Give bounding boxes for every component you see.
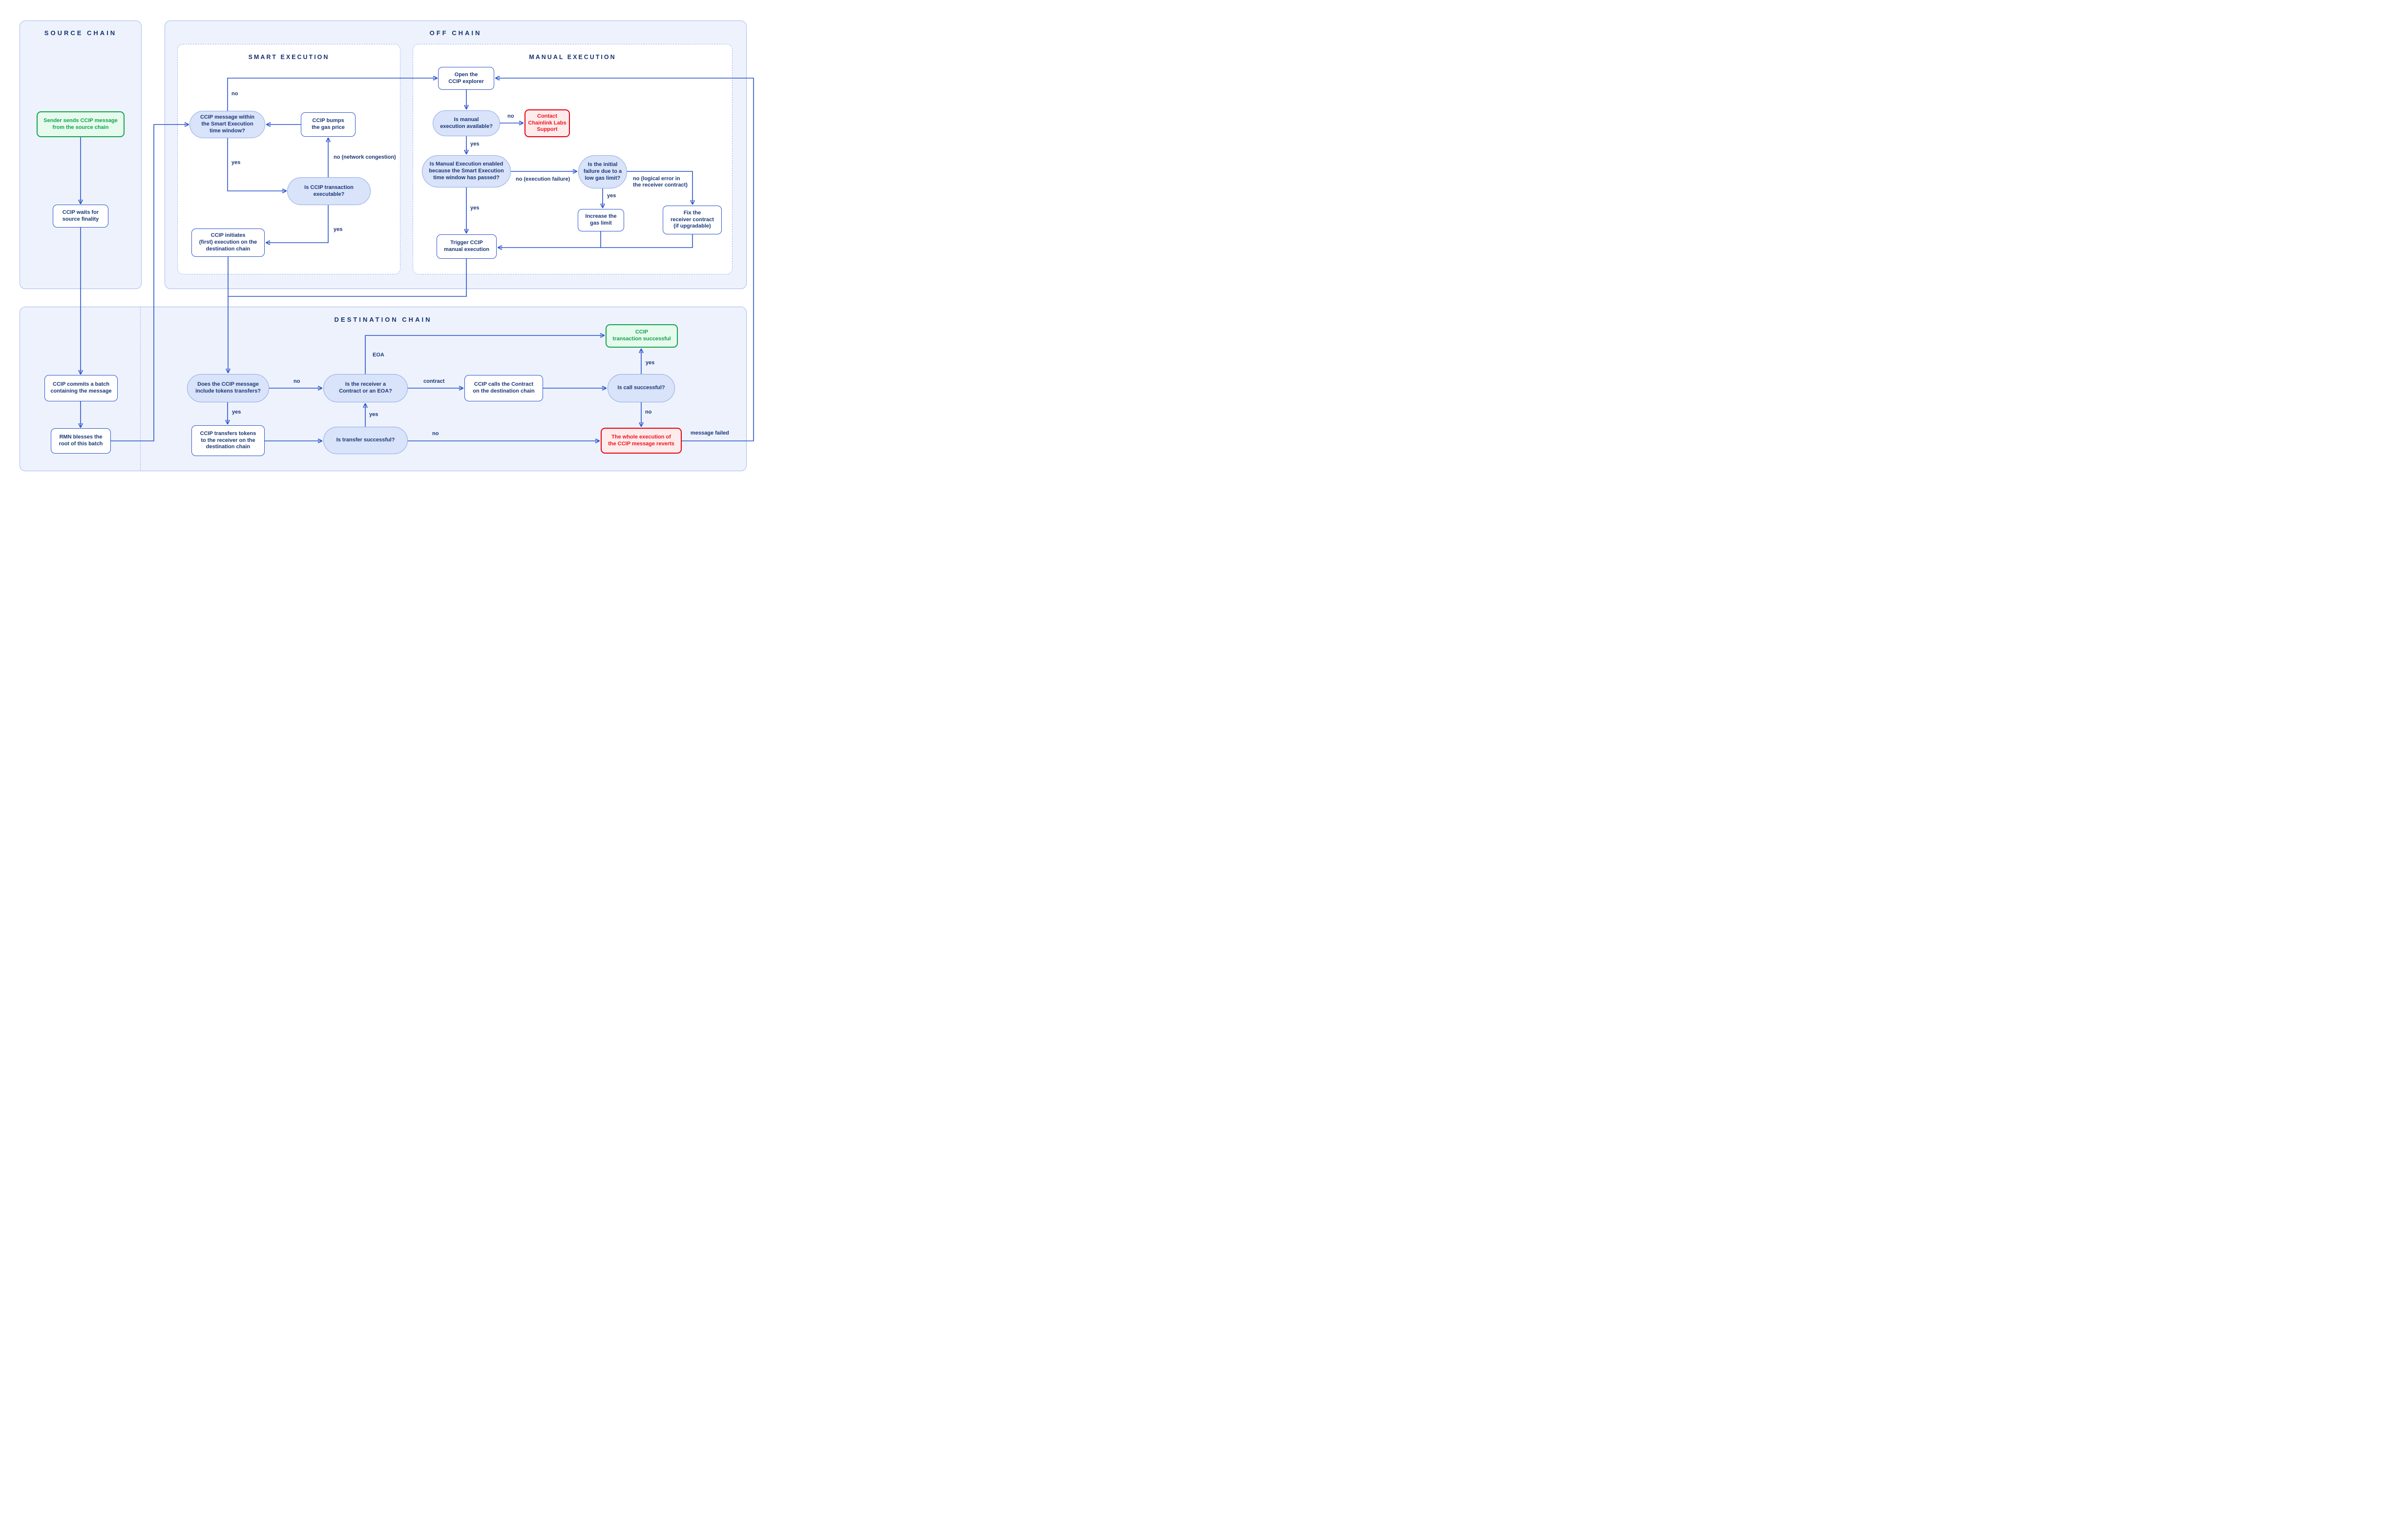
label-yes-tokens: yes	[232, 409, 241, 415]
node-contact-chainlink-support: Contact Chainlink Labs Support	[524, 109, 570, 137]
node-initiates-execution: CCIP initiates (first) execution on the …	[191, 229, 265, 257]
off-chain-title: OFF CHAIN	[429, 29, 482, 37]
label-logical-error: no (logical error in the receiver contra…	[633, 176, 688, 188]
node-open-ccip-explorer: Open the CCIP explorer	[438, 67, 494, 90]
node-waits-source-finality: CCIP waits for source finality	[53, 205, 108, 228]
decision-transfer-successful: Is transfer successful?	[323, 427, 408, 454]
label-yes-call: yes	[646, 360, 655, 366]
manual-execution-title: MANUAL EXECUTION	[529, 54, 616, 61]
edge-msg-window-yes-to-executable	[227, 138, 286, 191]
edge-receiver-eoa-to-success	[365, 335, 604, 374]
label-eoa: EOA	[373, 352, 384, 358]
node-bumps-gas-price: CCIP bumps the gas price	[301, 112, 356, 137]
node-fix-receiver-contract: Fix the receiver contract (if upgradable…	[663, 206, 722, 234]
smart-execution-title: SMART EXECUTION	[248, 54, 330, 61]
node-execution-reverts: The whole execution of the CCIP message …	[601, 428, 682, 454]
decision-includes-token-transfers: Does the CCIP message include tokens tra…	[187, 374, 269, 402]
destination-panel-divider	[140, 307, 141, 470]
node-sender-sends-message: Sender sends CCIP message from the sourc…	[37, 111, 125, 137]
decision-manual-execution-available: Is manual execution available?	[433, 110, 500, 136]
decision-receiver-contract-or-eoa: Is the receiver a Contract or an EOA?	[323, 374, 408, 402]
decision-transaction-executable: Is CCIP transaction executable?	[287, 177, 371, 205]
label-yes-manual-available: yes	[470, 141, 480, 147]
node-rmn-blesses: RMN blesses the root of this batch	[51, 428, 111, 454]
node-trigger-manual-execution: Trigger CCIP manual execution	[437, 234, 497, 259]
destination-chain-title: DESTINATION CHAIN	[334, 316, 432, 323]
label-yes-low-gas: yes	[607, 193, 616, 199]
node-commits-batch: CCIP commits a batch containing the mess…	[44, 375, 118, 401]
node-calls-contract: CCIP calls the Contract on the destinati…	[464, 375, 543, 401]
decision-message-within-window: CCIP message within the Smart Execution …	[189, 111, 265, 138]
label-execution-failure: no (execution failure)	[516, 176, 570, 182]
label-yes-transfer: yes	[369, 412, 378, 417]
edge-trigger-join	[228, 259, 467, 297]
label-network-congestion: no (network congestion)	[334, 154, 396, 160]
edge-fix-to-trigger	[498, 234, 693, 248]
decision-initial-failure-low-gas: Is the initial failure due to a low gas …	[578, 155, 627, 188]
node-increase-gas-limit: Increase the gas limit	[578, 209, 624, 231]
label-no-manual-available: no	[507, 113, 514, 119]
source-chain-title: SOURCE CHAIN	[44, 29, 117, 37]
edge-msg-window-no-to-open-explorer	[227, 78, 437, 111]
label-no-call: no	[645, 409, 652, 415]
edge-reverts-message-failed-loop	[496, 78, 754, 441]
label-no-window: no	[231, 91, 238, 97]
label-yes-window: yes	[231, 160, 241, 166]
label-no-transfer: no	[432, 431, 439, 437]
label-contract: contract	[423, 378, 445, 384]
connector-lines	[0, 0, 754, 493]
ccip-flowchart: SOURCE CHAIN OFF CHAIN SMART EXECUTION M…	[0, 0, 766, 493]
label-yes-manual-enabled: yes	[470, 205, 480, 211]
decision-call-successful: Is call successful?	[608, 374, 675, 402]
node-transfers-tokens: CCIP transfers tokens to the receiver on…	[191, 425, 265, 456]
decision-manual-execution-enabled: Is Manual Execution enabled because the …	[422, 155, 511, 187]
edge-executable-yes-to-initiates	[266, 205, 329, 243]
label-no-tokens: no	[294, 378, 300, 384]
node-transaction-successful: CCIP transaction successful	[606, 324, 678, 348]
label-yes-executable: yes	[334, 227, 343, 232]
label-message-failed: message failed	[691, 430, 729, 436]
edge-initial-failure-no-to-fix	[627, 171, 692, 204]
edge-rmn-to-msg-window	[111, 125, 189, 441]
